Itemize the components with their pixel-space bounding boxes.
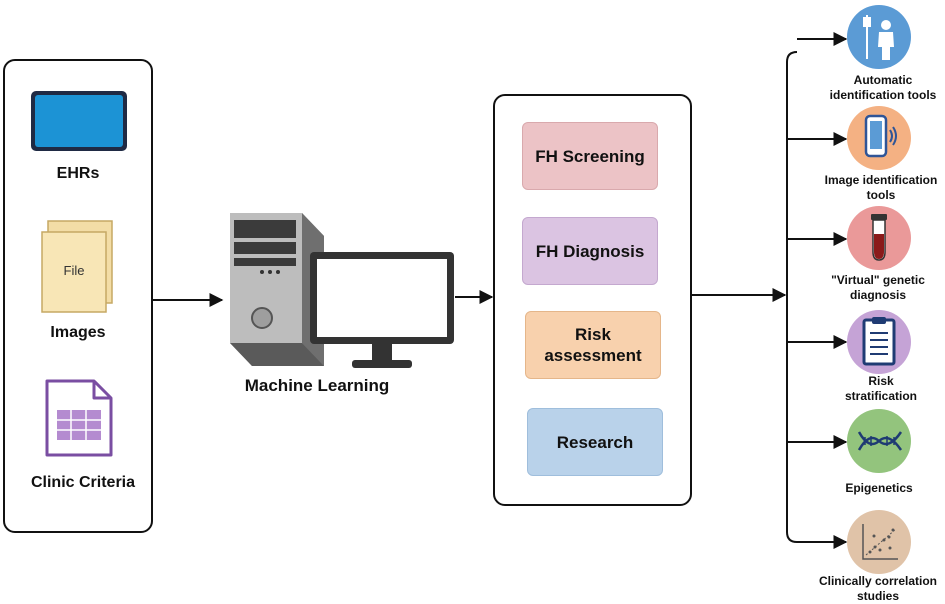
scatter-plot-icon xyxy=(862,524,898,560)
output-label-4: Risk stratification xyxy=(844,374,917,403)
clipboard-icon xyxy=(862,317,896,366)
dna-icon xyxy=(857,431,903,451)
task-research: Research xyxy=(527,408,663,476)
output-label-5: Epigenetics xyxy=(845,481,913,495)
file-icon-label: File xyxy=(63,263,85,278)
ehrs-label: EHRs xyxy=(56,165,100,182)
output-label-1: Automatic identification tools xyxy=(829,73,937,102)
output-label-6: Clinically correlation studies xyxy=(818,574,938,603)
doctor-icon xyxy=(863,15,894,60)
machine-learning-label: Machine Learning xyxy=(244,376,390,395)
clinic-criteria-label: Clinic Criteria xyxy=(30,474,136,491)
output-circle-6 xyxy=(847,510,911,574)
test-tube-icon xyxy=(871,214,887,261)
task-fh-diagnosis: FH Diagnosis xyxy=(522,217,658,285)
images-label: Images xyxy=(50,324,106,341)
output-label-3: "Virtual" genetic diagnosis xyxy=(831,273,925,302)
output-label-2: Image identification tools xyxy=(824,173,938,202)
ehr-monitor-icon xyxy=(31,91,127,151)
monitor-icon xyxy=(310,252,454,368)
file-icon xyxy=(41,220,113,313)
task-risk-assessment: Risk assessment xyxy=(525,311,661,379)
output-branch-trunk xyxy=(786,51,798,543)
phone-icon xyxy=(864,114,897,158)
spreadsheet-document-icon xyxy=(45,379,113,457)
task-fh-screening: FH Screening xyxy=(522,122,658,190)
